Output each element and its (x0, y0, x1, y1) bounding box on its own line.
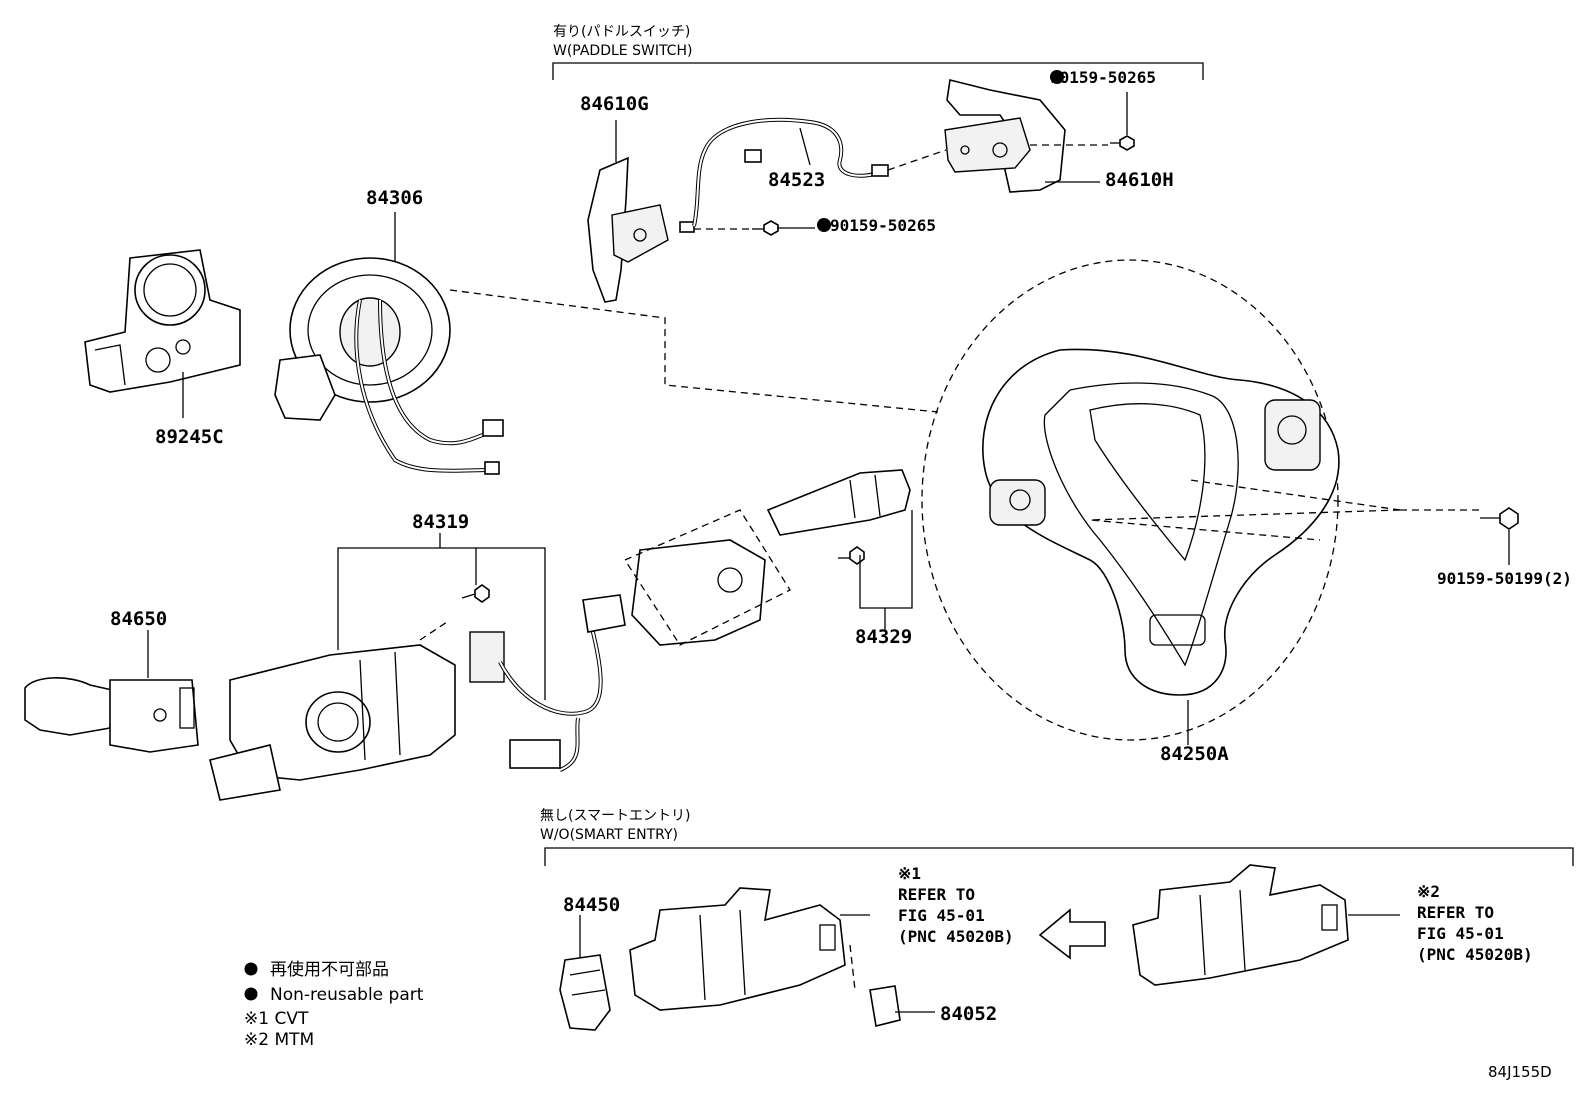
combination-switch-84319 (209, 594, 626, 801)
ref1-mark: ※1 (898, 864, 921, 883)
ref2-line1: REFER TO (1417, 903, 1494, 922)
turn-signal-switch-84650 (24, 677, 199, 753)
screw-90159-50265-a (1110, 92, 1135, 151)
ref1-line3: (PNC 45020B) (898, 927, 1014, 946)
steering-wheel-84250A (921, 259, 1340, 741)
leader-84523 (799, 127, 811, 166)
paddle-wire-harness (692, 117, 889, 227)
label-84450: 84450 (563, 894, 620, 916)
refer-arrow (1038, 908, 1106, 960)
label-84329: 84329 (855, 626, 912, 648)
ref1-line1: REFER TO (898, 885, 975, 904)
paddle-switch-header: 有り(パドルスイッチ) W(PADDLE SWITCH) (552, 24, 1204, 80)
spiral-cable-84306 (274, 257, 504, 475)
smart-bracket (544, 847, 1574, 866)
legend-dot-jp (244, 962, 258, 976)
screw-90159-50265-b (752, 220, 779, 236)
steering-column-cover-right (1132, 864, 1349, 986)
part-labels: 84610G 84523 90159-50265 90159-50265 846… (110, 68, 1572, 1025)
legend-dot-en (244, 987, 258, 1001)
ignition-switch-84450 (559, 954, 611, 1031)
paddle-bracket (552, 62, 1204, 80)
ref2-line3: (PNC 45020B) (1417, 945, 1533, 964)
label-84052: 84052 (940, 1003, 997, 1025)
label-84250A: 84250A (1160, 743, 1229, 765)
smart-header-en: W/O(SMART ENTRY) (540, 827, 678, 843)
paddle-switch-right (944, 79, 1066, 193)
ref2-line2: FIG 45-01 (1417, 924, 1504, 943)
label-90159-50265-a: 90159-50265 (1050, 68, 1156, 87)
refer-note-2: ※2 REFER TO FIG 45-01 (PNC 45020B) (1417, 882, 1533, 964)
screw-90159-50199 (1480, 507, 1519, 530)
smart-entry-header: 無し(スマートエントリ) W/O(SMART ENTRY) (540, 808, 1574, 866)
leader-84052-dash (849, 944, 856, 991)
label-84610H: 84610H (1105, 169, 1174, 191)
leader-84319-dash (419, 619, 451, 641)
label-90159-50265-b: 90159-50265 (830, 216, 936, 235)
legend-note1: ※1 CVT (244, 1009, 309, 1029)
paddle-header-jp: 有り(パドルスイッチ) (553, 24, 690, 40)
paddle-header-en: W(PADDLE SWITCH) (553, 43, 692, 59)
non-reusable-marker-b (817, 218, 831, 232)
label-84306: 84306 (366, 187, 423, 209)
leader-spiral-to-wheel (449, 289, 939, 413)
steering-column-cover-left (629, 887, 846, 1011)
screw-84319 (461, 584, 490, 603)
label-84650: 84650 (110, 608, 167, 630)
bracket-84319 (337, 547, 546, 700)
figure-code: 84J155D (1488, 1063, 1552, 1081)
leader-harness-to-right-paddle (887, 149, 947, 171)
paddle-switch-left (587, 156, 695, 303)
legend-note2: ※2 MTM (244, 1030, 314, 1050)
refer-note-1: ※1 REFER TO FIG 45-01 (PNC 45020B) (898, 864, 1014, 946)
label-84610G: 84610G (580, 93, 649, 115)
label-89245C: 89245C (155, 426, 224, 448)
ref2-mark: ※2 (1417, 882, 1440, 901)
steering-sensor-89245C (84, 249, 241, 393)
label-84319: 84319 (412, 511, 469, 533)
smart-header-jp: 無し(スマートエントリ) (540, 808, 691, 824)
wiper-switch-84329 (624, 469, 911, 646)
label-90159-50199: 90159-50199(2) (1437, 569, 1572, 588)
label-84523: 84523 (768, 169, 825, 191)
legend-jp: 再使用不可部品 (270, 959, 389, 980)
non-reusable-marker-a (1050, 70, 1064, 84)
bracket-84329 (859, 510, 913, 609)
key-interlock-84052 (869, 985, 901, 1027)
legend-en: Non-reusable part (270, 985, 424, 1005)
legend: 再使用不可部品 Non-reusable part ※1 CVT ※2 MTM (244, 959, 424, 1050)
ref1-line2: FIG 45-01 (898, 906, 985, 925)
